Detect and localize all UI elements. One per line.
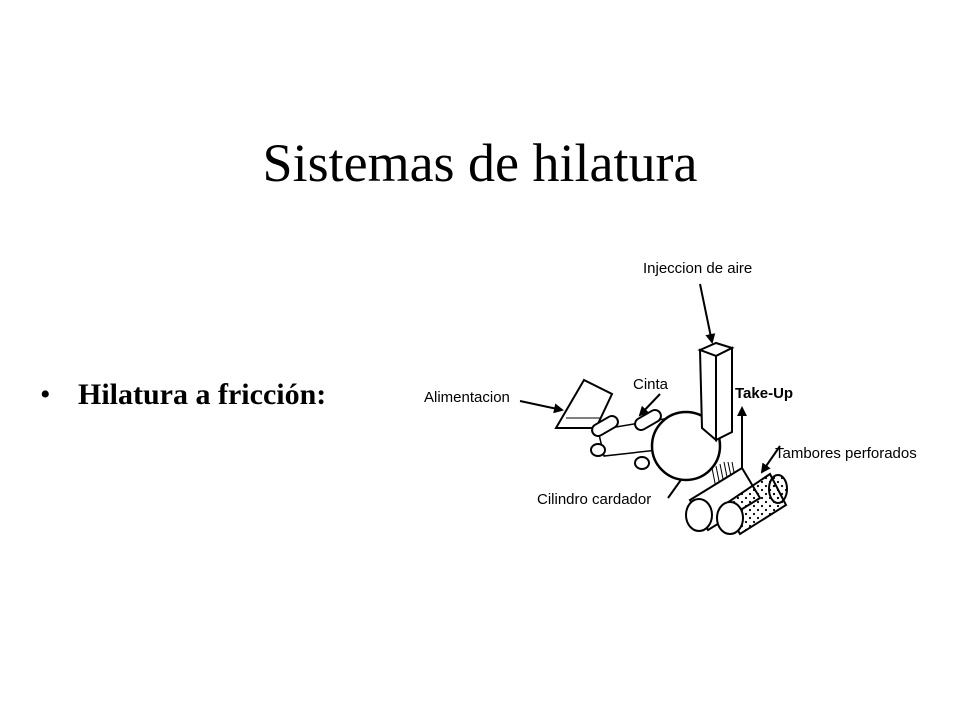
arrow-air-injection bbox=[699, 283, 716, 344]
arrows bbox=[519, 283, 781, 499]
bullet-item: • Hilatura a fricción: bbox=[40, 378, 326, 412]
arrow-sliver bbox=[638, 393, 661, 417]
label-air-injection: Injeccion de aire bbox=[643, 260, 752, 277]
friction-spinning-diagram: Injeccion de aire Alimentacion Cinta Tak… bbox=[424, 260, 917, 536]
label-take-up: Take-Up bbox=[735, 385, 793, 402]
label-feed: Alimentacion bbox=[424, 389, 510, 406]
label-sliver: Cinta bbox=[633, 376, 669, 393]
label-perforated-drums: Tambores perforados bbox=[775, 445, 917, 462]
feed-rollers bbox=[590, 409, 662, 470]
bullet-dot: • bbox=[40, 378, 51, 411]
air-injection-nozzle bbox=[697, 341, 735, 443]
perforated-drums bbox=[685, 466, 788, 536]
bullet-text: Hilatura a fricción: bbox=[78, 378, 327, 411]
label-carding-cylinder: Cilindro cardador bbox=[537, 491, 651, 508]
arrow-feed bbox=[519, 400, 564, 414]
arrow-perforated-drums bbox=[760, 445, 781, 474]
slide-title: Sistemas de hilatura bbox=[262, 133, 698, 194]
